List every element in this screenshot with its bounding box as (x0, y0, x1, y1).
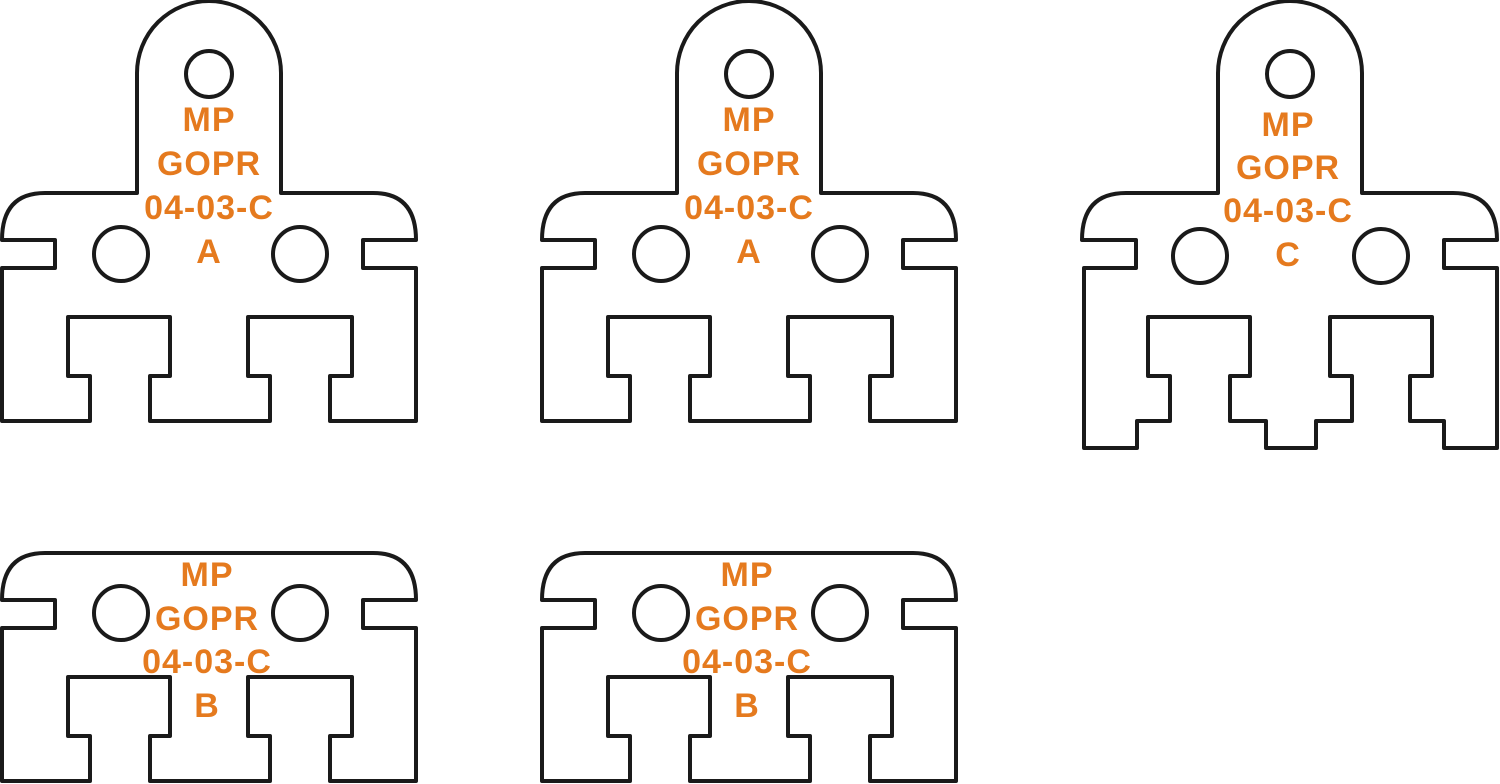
part-4-label-line-3: 04-03-C (142, 643, 272, 681)
part-1: MP GOPR 04-03-C A (0, 0, 418, 423)
part-5-right-hole (811, 584, 869, 642)
part-1-label-line-2: GOPR (157, 145, 261, 183)
part-4-label-line-4: B (194, 687, 220, 725)
part-5: MP GOPR 04-03-C B (540, 551, 958, 783)
part-3-label-line-1: MP (1262, 106, 1315, 144)
part-5-label-line-4: B (734, 687, 760, 725)
part-1-left-hole (92, 225, 150, 283)
part-5-left-hole (632, 584, 690, 642)
part-1-outline (0, 0, 418, 423)
part-1-right-hole (271, 225, 329, 283)
part-4: MP GOPR 04-03-C B (0, 551, 418, 783)
part-3-outline (1080, 0, 1499, 450)
part-2-outline (540, 0, 958, 423)
part-5-label-line-3: 04-03-C (682, 643, 812, 681)
part-2: MP GOPR 04-03-C A (540, 0, 958, 423)
part-2-top-hole (724, 49, 774, 99)
part-3-label-line-3: 04-03-C (1223, 192, 1353, 230)
part-2-label-line-1: MP (723, 101, 776, 139)
part-4-label-line-1: MP (181, 556, 234, 594)
part-3-right-hole (1352, 227, 1410, 285)
part-2-label-line-4: A (736, 233, 762, 271)
part-2-label-line-2: GOPR (697, 145, 801, 183)
part-3: MP GOPR 04-03-C C (1080, 0, 1499, 450)
part-5-outline (540, 551, 958, 783)
part-2-label-line-3: 04-03-C (684, 189, 814, 227)
part-5-label-line-2: GOPR (695, 600, 799, 638)
part-1-label-line-4: A (196, 233, 222, 271)
part-2-left-hole (632, 225, 690, 283)
part-4-left-hole (92, 584, 150, 642)
part-3-label-line-4: C (1275, 236, 1301, 274)
part-1-label-line-1: MP (183, 101, 236, 139)
part-4-right-hole (271, 584, 329, 642)
part-4-outline (0, 551, 418, 783)
part-4-label-line-2: GOPR (155, 600, 259, 638)
part-3-top-hole (1265, 49, 1315, 99)
part-1-label-line-3: 04-03-C (144, 189, 274, 227)
part-5-label-line-1: MP (721, 556, 774, 594)
part-3-label-line-2: GOPR (1236, 149, 1340, 187)
part-3-left-hole (1171, 227, 1229, 285)
part-2-right-hole (811, 225, 869, 283)
part-1-top-hole (184, 49, 234, 99)
